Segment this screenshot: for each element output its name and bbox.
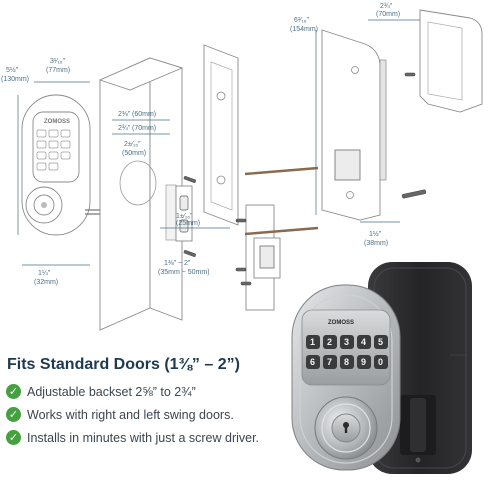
dim-bore-small-mm: (25mm) [176,220,200,227]
keypad-key[interactable]: 7 [323,355,337,369]
dim-bore-small: 1±⁄₁₆” [176,213,193,220]
keypad-key[interactable]: 9 [357,355,371,369]
svg-text:1: 1 [310,337,315,347]
dim-backset-short: 2⅜” (60mm) [118,111,156,118]
keypad-key[interactable]: 6 [306,355,320,369]
interior-back-plate [321,29,387,221]
check-circle-icon: ✓ [6,430,21,445]
svg-text:7: 7 [327,357,332,367]
svg-text:9: 9 [361,357,366,367]
svg-text:2: 2 [327,337,332,347]
dim-width-inner: 2¾” [380,3,393,10]
screws [183,72,427,286]
exterior-keypad-nickel: ZOMOSS 1 2 3 4 5 6 7 8 9 0 [291,284,401,471]
dim-door-thickness-mm: (35mm ~ 50mm) [158,269,210,276]
battery-cover [419,9,483,113]
feature-item: ✓ Adjustable backset 2⅝” to 2¾” [6,382,306,401]
dim-bore: 2±⁄₁₆” [124,141,141,148]
feature-text: Works with right and left swing doors. [27,407,234,422]
dim-width-outer-mm: (77mm) [46,67,70,74]
keypad-key[interactable]: 4 [357,335,371,349]
dim-height-outer-mm: (130mm) [1,76,29,83]
door-block [98,57,184,331]
svg-text:0: 0 [378,357,383,367]
keypad-key[interactable]: 0 [374,355,388,369]
dim-door-thickness: 1⅜” ~ 2” [164,260,191,267]
headline: Fits Standard Doors (1⅜” – 2”) [7,356,240,373]
long-bolts [244,166,319,236]
mounting-plate [203,44,239,226]
dim-height-inner: 6¹⁄₁₆” [294,17,310,24]
dim-width-inner-mm: (70mm) [376,11,400,18]
features-panel: Fits Standard Doors (1⅜” – 2”) ✓ Adjusta… [6,356,306,451]
check-circle-icon: ✓ [6,407,21,422]
keypad: 1 2 3 4 5 6 7 8 9 0 [306,335,388,369]
dim-depth-inner-mm: (38mm) [364,240,388,247]
dim-depth-inner: 1½” [369,230,382,238]
dimension-lines [17,19,420,266]
feature-text: Installs in minutes with just a screw dr… [27,430,260,445]
dim-depth-outer: 1¼” [38,270,51,277]
svg-text:5: 5 [378,337,383,347]
svg-text:6: 6 [310,357,315,367]
keypad-key[interactable]: 2 [323,335,337,349]
keypad-brand: ZOMOSS [328,320,354,326]
dim-height-inner-mm: (154mm) [290,26,318,33]
keypad-key[interactable]: 5 [374,335,388,349]
outline-brand: ZOMOSS [44,119,70,125]
dim-width-outer: 3¹⁄₁₆” [50,58,66,65]
dim-bore-mm: (50mm) [122,150,146,157]
check-circle-icon: ✓ [6,384,21,399]
exterior-keypad-outline: ZOMOSS [21,94,91,236]
svg-text:3: 3 [344,337,349,347]
svg-text:4: 4 [361,337,366,347]
keypad-key[interactable]: 1 [306,335,320,349]
dim-height-outer: 5½” [6,66,19,74]
strike-plate [245,204,281,311]
dim-depth-outer-mm: (32mm) [34,279,58,286]
outline-keypad-buttons [36,129,71,171]
keyhole-icon [343,422,349,433]
dim-backset-long: 2¾” (70mm) [118,125,156,132]
svg-text:8: 8 [344,357,349,367]
latch-bolt [175,185,193,242]
keypad-key[interactable]: 8 [340,355,354,369]
keypad-key[interactable]: 3 [340,335,354,349]
feature-item: ✓ Installs in minutes with just a screw … [6,428,306,447]
feature-text: Adjustable backset 2⅝” to 2¾” [27,384,196,399]
feature-item: ✓ Works with right and left swing doors. [6,405,306,424]
